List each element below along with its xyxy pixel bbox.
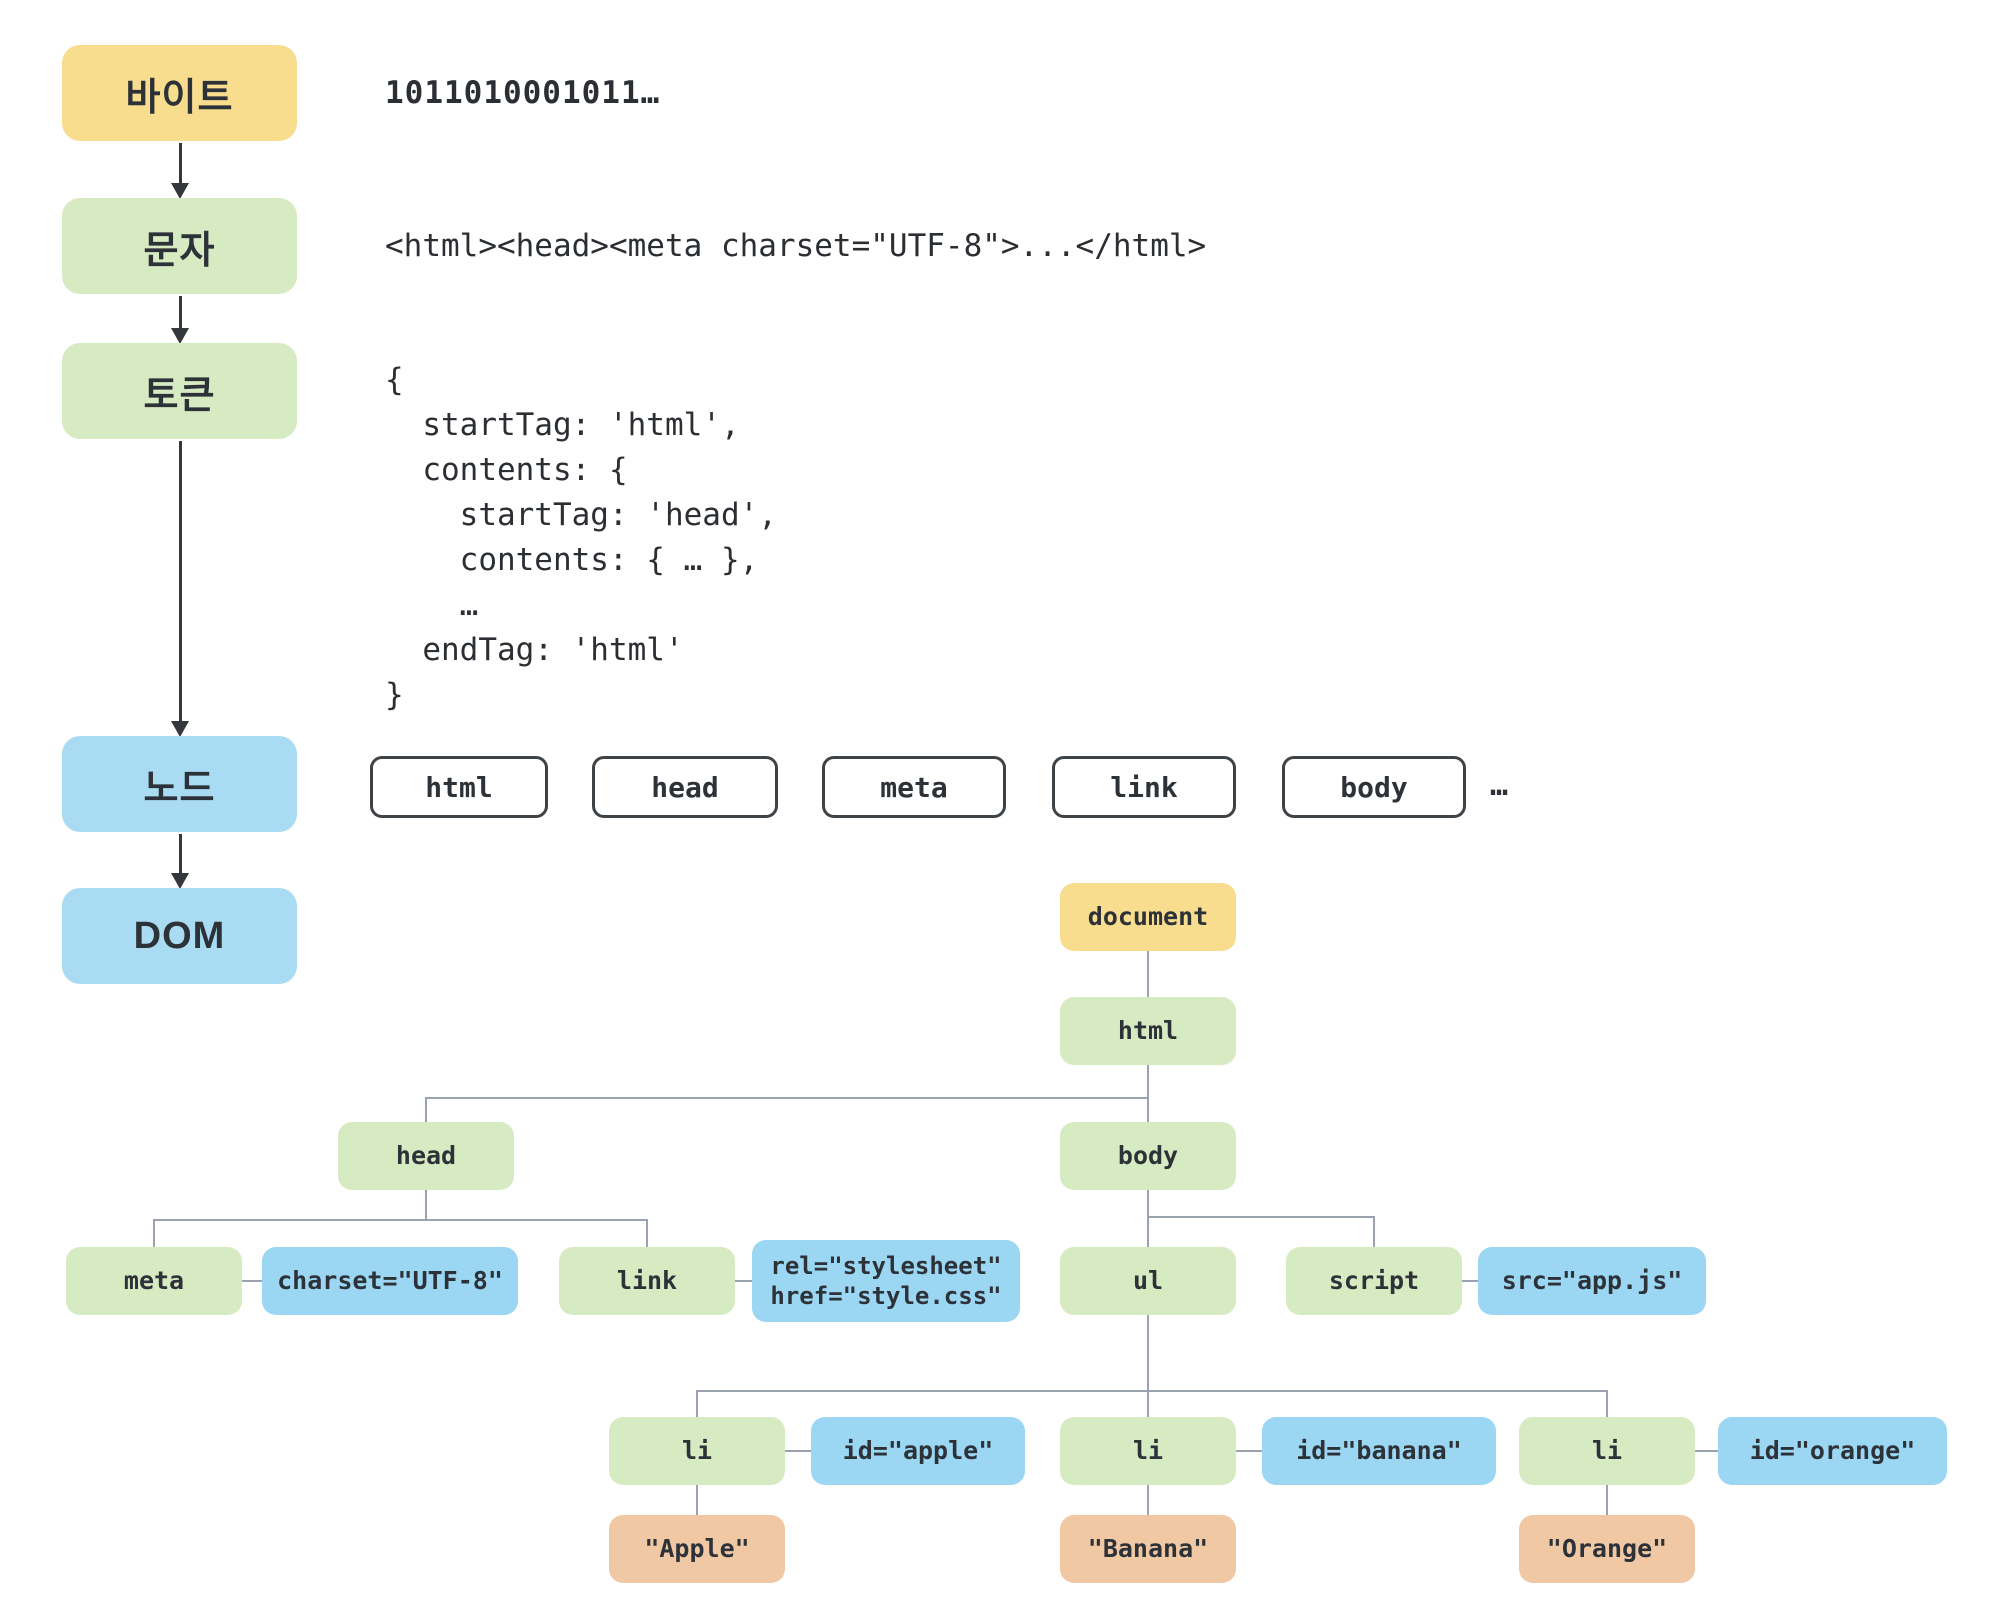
tree-connector-to-li1: [696, 1390, 698, 1417]
node-chip-body: body: [1282, 756, 1466, 818]
tree-node-document: document: [1060, 883, 1236, 951]
node-chips-ellipsis: …: [1490, 768, 1509, 803]
node-chip-html-label: html: [425, 770, 493, 804]
tree-attr-li-3-id: id="orange": [1718, 1417, 1947, 1485]
tree-connector-to-head: [425, 1097, 427, 1122]
tree-connector-meta-attr: [242, 1280, 262, 1282]
tree-node-li-3: li: [1519, 1417, 1695, 1485]
tree-connector-head-down: [425, 1190, 427, 1219]
tree-connector-to-li3: [1606, 1390, 1608, 1417]
tree-connector-to-script: [1373, 1216, 1375, 1247]
tree-connector-li3-text: [1606, 1485, 1608, 1515]
stage-dom: DOM: [62, 888, 297, 984]
node-chip-link: link: [1052, 756, 1236, 818]
tree-attr-li-1-id: id="apple": [811, 1417, 1025, 1485]
node-chip-meta: meta: [822, 756, 1006, 818]
tree-attr-li-2-id: id="banana": [1262, 1417, 1496, 1485]
tree-node-li-2: li: [1060, 1417, 1236, 1485]
tree-connector-to-meta: [153, 1219, 155, 1247]
tree-attr-meta-charset: charset="UTF-8": [262, 1247, 518, 1315]
stage-bytes-label: 바이트: [125, 76, 234, 119]
tree-connector-to-link: [646, 1219, 648, 1247]
bytes-example: 1011010001011…: [385, 75, 661, 111]
tree-node-body: body: [1060, 1122, 1236, 1190]
tree-connector-head-branch: [153, 1219, 647, 1221]
tree-connector-body-branch: [1147, 1216, 1374, 1218]
tree-connector-to-body: [1147, 1097, 1149, 1122]
tree-text-orange: "Orange": [1519, 1515, 1695, 1583]
tokens-example: { startTag: 'html', contents: { startTag…: [385, 362, 777, 713]
tree-connector-html-down: [1147, 1065, 1149, 1097]
node-chip-html: html: [370, 756, 548, 818]
tree-attr-script-src: src="app.js": [1478, 1247, 1706, 1315]
tree-connector-body-ul: [1147, 1190, 1149, 1247]
node-chip-link-label: link: [1110, 770, 1178, 804]
tree-connector-html-branch: [425, 1097, 1149, 1099]
tree-node-li-1: li: [609, 1417, 785, 1485]
stage-characters: 문자: [62, 198, 297, 294]
stage-characters-label: 문자: [143, 229, 216, 272]
tree-node-link: link: [559, 1247, 735, 1315]
stage-nodes-label: 노드: [143, 767, 216, 810]
tree-connector-li1-text: [696, 1485, 698, 1515]
tree-connector-li2-attr: [1236, 1450, 1262, 1452]
stage-bytes: 바이트: [62, 45, 297, 141]
arrow-tokens-to-nodes: [171, 441, 189, 737]
arrow-nodes-to-dom: [171, 834, 189, 889]
node-chip-head-label: head: [651, 770, 719, 804]
tree-connector-script-attr: [1462, 1280, 1478, 1282]
tree-connector-ul-branch: [696, 1390, 1607, 1392]
stage-tokens-label: 토큰: [143, 374, 216, 417]
tree-node-html: html: [1060, 997, 1236, 1065]
tree-node-head: head: [338, 1122, 514, 1190]
characters-example: <html><head><meta charset="UTF-8">...</h…: [385, 228, 1207, 264]
stage-dom-label: DOM: [133, 914, 226, 957]
tree-text-apple: "Apple": [609, 1515, 785, 1583]
tree-connector-document-html: [1147, 951, 1149, 997]
stage-nodes: 노드: [62, 736, 297, 832]
tree-node-script: script: [1286, 1247, 1462, 1315]
tree-attr-link-rel-href: rel="stylesheet" href="style.css": [752, 1240, 1020, 1322]
node-chip-body-label: body: [1340, 770, 1408, 804]
tree-node-ul: ul: [1060, 1247, 1236, 1315]
tree-connector-ul-down: [1147, 1315, 1149, 1417]
arrow-characters-to-tokens: [171, 296, 189, 344]
tree-text-banana: "Banana": [1060, 1515, 1236, 1583]
tree-connector-li2-text: [1147, 1485, 1149, 1515]
tree-connector-li1-attr: [785, 1450, 811, 1452]
tree-connector-link-attr: [735, 1280, 752, 1282]
tree-connector-li3-attr: [1695, 1450, 1718, 1452]
arrow-bytes-to-characters: [171, 143, 189, 199]
node-chip-head: head: [592, 756, 778, 818]
tree-node-meta: meta: [66, 1247, 242, 1315]
node-chip-meta-label: meta: [880, 770, 948, 804]
stage-tokens: 토큰: [62, 343, 297, 439]
